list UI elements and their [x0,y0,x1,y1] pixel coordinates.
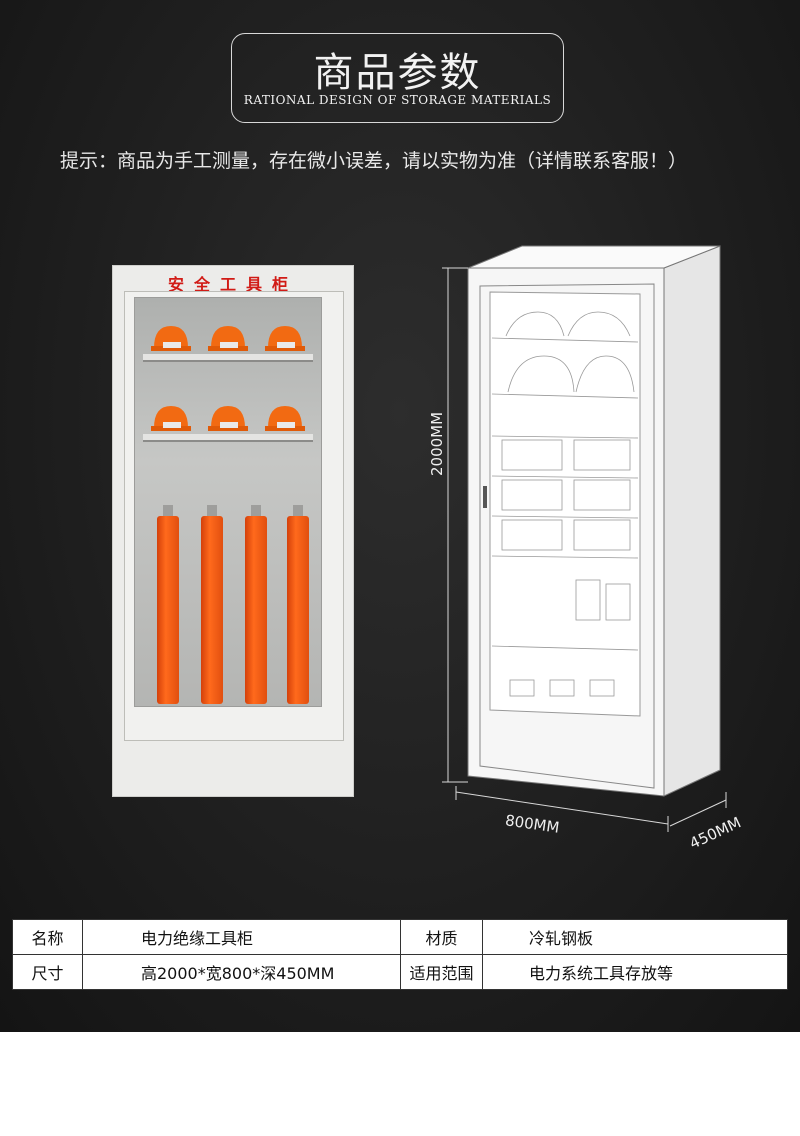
rod-clamp [251,505,261,519]
spec-material-value: 冷轧钢板 [482,919,788,955]
section-subtitle: RATIONAL DESIGN OF STORAGE MATERIALS [243,93,552,107]
insulated-rod [157,516,179,704]
helmet-icon [265,406,305,431]
insulated-rod [201,516,223,704]
shelf [143,434,313,442]
table-row: 尺寸 高2000*宽800*深450MM 适用范围 电力系统工具存放等 [12,954,788,990]
cabinet-glass-window [134,297,322,707]
helmet-icon [151,406,191,431]
table-row: 名称 电力绝缘工具柜 材质 冷轧钢板 [12,919,788,955]
section-title-box: 商品参数 RATIONAL DESIGN OF STORAGE MATERIAL… [231,33,564,123]
cabinet-label: 安全工具柜 [167,275,298,294]
height-dimension: 2000MM [428,411,446,476]
insulated-rod [245,516,267,704]
rod-clamp [293,505,303,519]
shelf [143,354,313,362]
cabinet-photo: 安全工具柜 [112,265,354,797]
helmet-icon [151,326,191,351]
helmet-icon [208,406,248,431]
spec-table: 名称 电力绝缘工具柜 材质 冷轧钢板 尺寸 高2000*宽800*深450MM … [12,919,788,990]
spec-size-value: 高2000*宽800*深450MM [82,954,401,990]
section-title: 商品参数 [313,50,482,96]
rod-clamp [163,505,173,519]
helmet-icon [265,326,305,351]
spec-name-value: 电力绝缘工具柜 [82,919,401,955]
spec-size-label: 尺寸 [12,954,83,990]
measurement-notice: 提示：商品为手工测量，存在微小误差，请以实物为准（详情联系客服！） [60,150,688,172]
rod-clamp [207,505,217,519]
spec-usage-label: 适用范围 [400,954,483,990]
spec-name-label: 名称 [12,919,83,955]
insulated-rod [287,516,309,704]
spec-usage-value: 电力系统工具存放等 [482,954,788,990]
spec-material-label: 材质 [400,919,483,955]
cabinet-line-drawing [442,245,727,832]
helmet-icon [208,326,248,351]
